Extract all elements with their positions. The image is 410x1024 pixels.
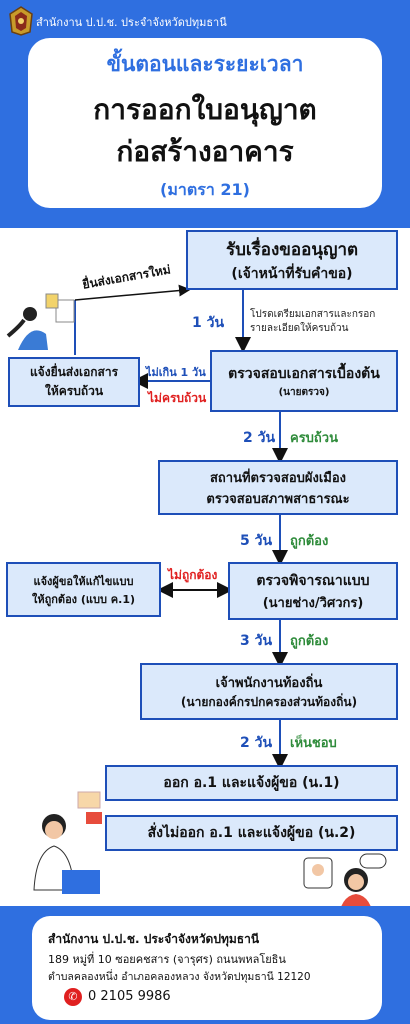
step-3-line1: สถานที่ตรวจสอบผังเมือง (209, 470, 347, 486)
notice-doc-line1: แจ้งยื่นส่งเอกสาร (29, 365, 119, 379)
phone-icon[interactable]: ✆ (64, 988, 82, 1006)
step-4-title: ตรวจพิจารณาแบบ (256, 572, 370, 589)
title-line-2: การออกใบอนุญาต (93, 93, 317, 126)
support-agent-illustration (303, 853, 387, 922)
office-name: สำนักงาน ป.ป.ช. ประจำจังหวัดปทุมธานี (48, 932, 260, 946)
label-day-1: 1 วัน (192, 315, 225, 331)
label-within-1-day: ไม่เกิน 1 วัน (146, 366, 206, 379)
step-6-title: ออก อ.1 และแจ้งผู้ขอ (น.1) (163, 775, 340, 791)
notice-doc-line2: ให้ครบถ้วน (44, 384, 104, 398)
notice-fix-line2: ให้ถูกต้อง (แบบ ค.1) (31, 592, 136, 606)
label-incomplete: ไม่ครบถ้วน (148, 391, 207, 405)
phone-number[interactable]: 0 2105 9986 (88, 989, 171, 1004)
label-day-5: 2 วัน (240, 735, 273, 751)
person-documents-illustration (6, 293, 75, 350)
label-correct-1: ถูกต้อง (290, 534, 329, 549)
note-line-1: โปรดเตรียมเอกสารและกรอก (250, 309, 376, 320)
step-7-title: สั่งไม่ออก อ.1 และแจ้งผู้ขอ (น.2) (147, 825, 356, 841)
step-3-line2: ตรวจสอบสภาพสาธารณะ (206, 491, 350, 507)
label-day-3: 5 วัน (240, 533, 273, 549)
label-approve: เห็นชอบ (290, 736, 337, 751)
step-1-title: รับเรื่องขออนุญาต (225, 239, 359, 260)
step-issue-permit: ออก อ.1 และแจ้งผู้ขอ (น.1) (105, 765, 398, 801)
contact-card: สำนักงาน ป.ป.ช. ประจำจังหวัดปทุมธานี 189… (32, 916, 382, 1020)
notice-fix-line1: แจ้งผู้ขอให้แก้ไขแบบ (33, 574, 134, 588)
office-address-2: ตำบลคลองหนึ่ง อำเภอคลองหลวง จังหวัดปทุมธ… (48, 971, 311, 983)
label-correct-2: ถูกต้อง (290, 634, 329, 649)
step-5-sub: (นายกองค์กรปกครองส่วนท้องถิ่น) (180, 694, 358, 709)
label-day-2: 2 วัน (243, 430, 276, 446)
office-address-1: 189 หมู่ที่ 10 ซอยคชสาร (จารุศร) ถนนพหลโ… (48, 953, 286, 966)
label-complete: ครบถ้วน (290, 431, 338, 446)
woman-laptop-illustration (33, 791, 102, 894)
notice-fix-design: แจ้งผู้ขอให้แก้ไขแบบ ให้ถูกต้อง (แบบ ค.1… (6, 562, 161, 617)
label-day-4: 3 วัน (240, 633, 273, 649)
step-2-title: ตรวจสอบเอกสารเบื้องต้น (228, 365, 380, 382)
step-check-documents: ตรวจสอบเอกสารเบื้องต้น (นายตรวจ) (210, 350, 398, 412)
step-4-sub: (นายช่าง/วิศวกร) (262, 595, 364, 611)
agency-name: สำนักงาน ป.ป.ช. ประจำจังหวัดปทุมธานี (36, 16, 227, 29)
title-card: ขั้นตอนและระยะเวลา การออกใบอนุญาต ก่อสร้… (28, 38, 382, 208)
step-deny-permit: สั่งไม่ออก อ.1 และแจ้งผู้ขอ (น.2) (105, 815, 398, 851)
agency-seal-icon (9, 6, 33, 36)
title-line-3: ก่อสร้างอาคาร (116, 135, 294, 168)
step-local-officer: เจ้าพนักงานท้องถิ่น (นายกองค์กรปกครองส่ว… (140, 663, 398, 720)
title-line-1: ขั้นตอนและระยะเวลา (106, 52, 304, 76)
step-design-review: ตรวจพิจารณาแบบ (นายช่าง/วิศวกร) (228, 562, 398, 620)
step-2-sub: (นายตรวจ) (278, 386, 330, 398)
label-incorrect: ไม่ถูกต้อง (168, 568, 218, 582)
step-receive-request: รับเรื่องขออนุญาต (เจ้าหน้าที่รับคำขอ) (186, 230, 398, 290)
note-line-2: รายละเอียดให้ครบถ้วน (250, 323, 349, 334)
title-line-4: (มาตรา 21) (160, 180, 250, 199)
step-site-inspection: สถานที่ตรวจสอบผังเมือง ตรวจสอบสภาพสาธารณ… (158, 460, 398, 515)
step-5-title: เจ้าพนักงานท้องถิ่น (215, 675, 323, 691)
step-1-sub: (เจ้าหน้าที่รับคำขอ) (231, 265, 353, 282)
notice-submit-documents: แจ้งยื่นส่งเอกสาร ให้ครบถ้วน (8, 357, 140, 407)
